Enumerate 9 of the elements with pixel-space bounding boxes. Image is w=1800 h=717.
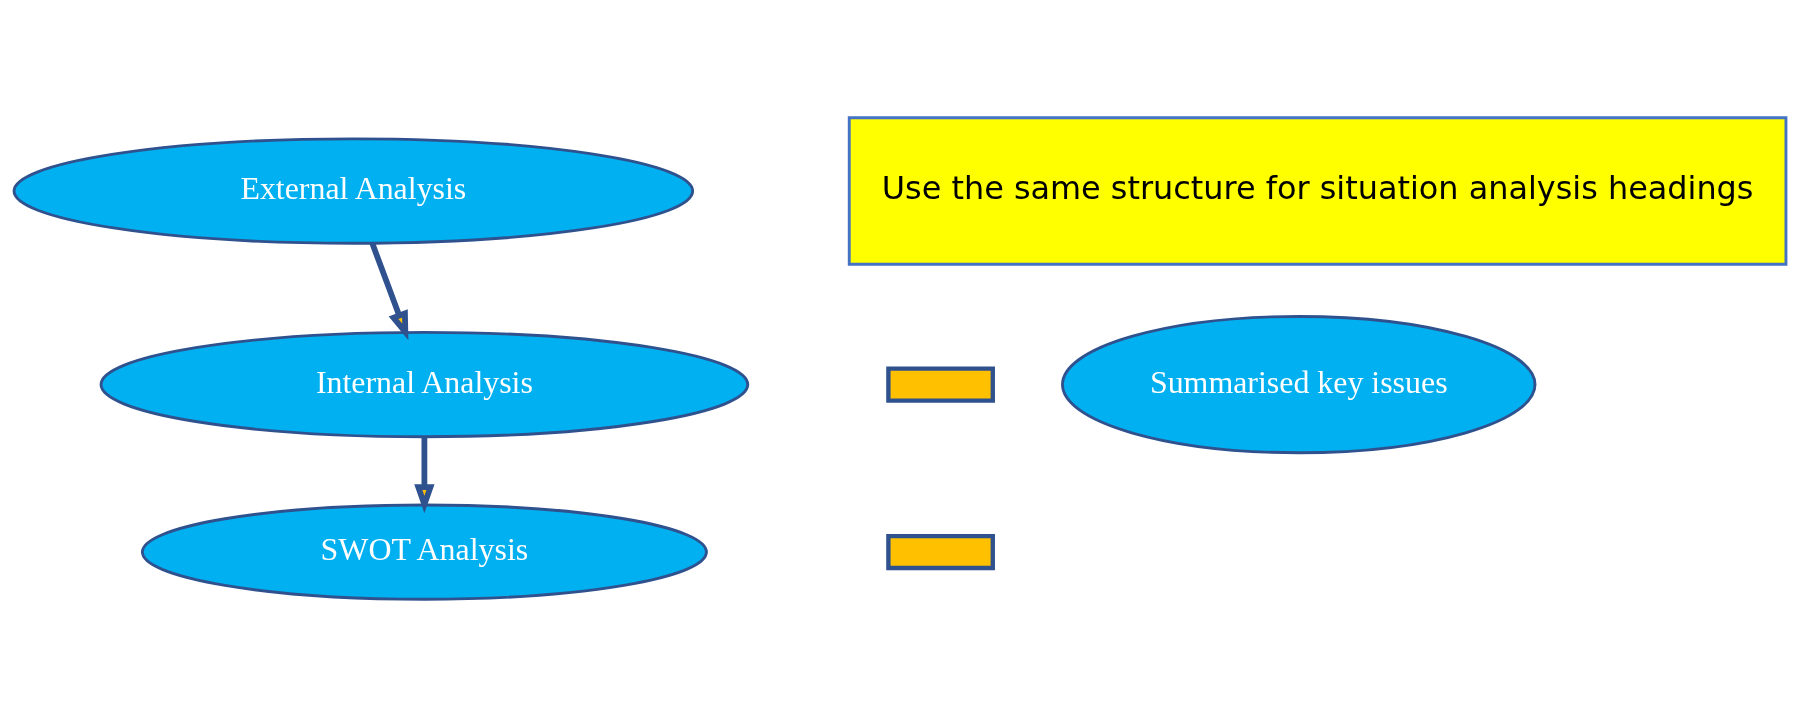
node-ellipse: External Analysis (12, 137, 695, 245)
node-ellipse: SWOT Analysis (140, 503, 708, 601)
node-bar (886, 366, 995, 403)
node-bar (886, 533, 995, 571)
arrow (369, 242, 409, 341)
node-ellipse: Internal Analysis (99, 330, 750, 439)
node-box: Use the same structure for situation analysis headings (847, 116, 1788, 266)
arrow (414, 437, 435, 514)
node-ellipse: Summarised key issues (1061, 315, 1537, 455)
